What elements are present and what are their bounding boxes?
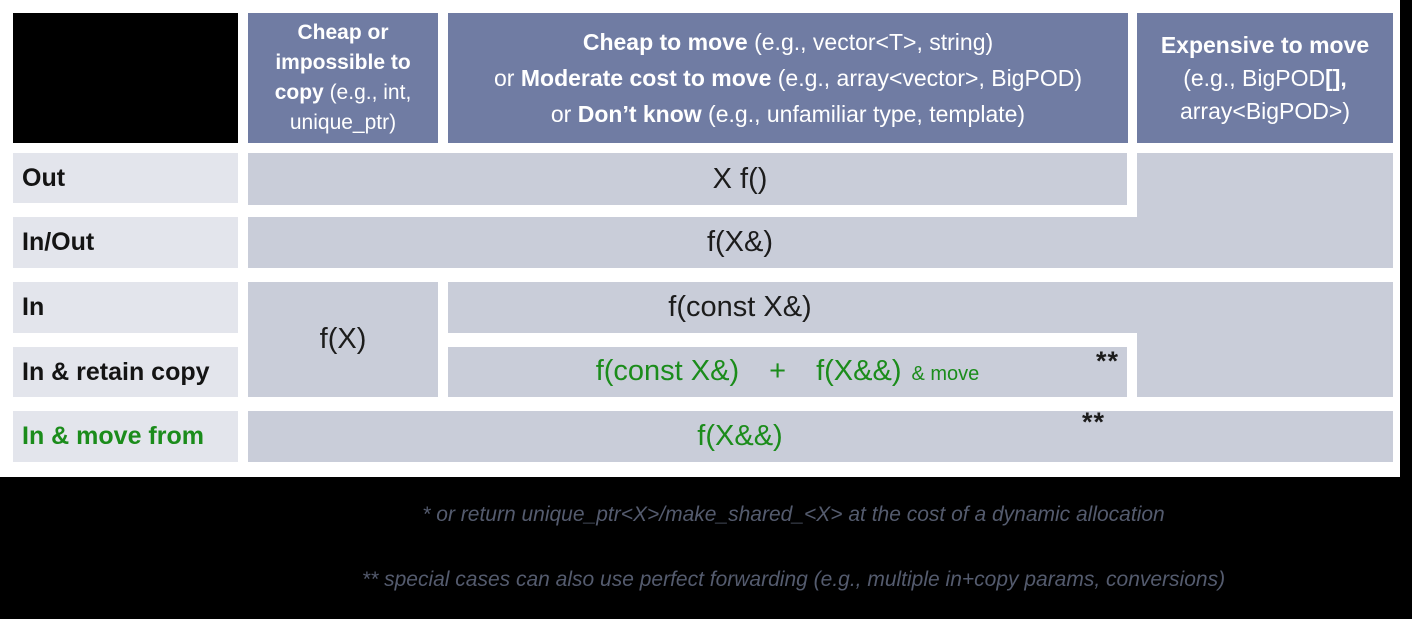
footnote-band: * or return unique_ptr<X>/make_shared_<X… (0, 477, 1412, 619)
line1-bold: Cheap to move (582, 29, 748, 55)
cell-in-move-from-fxrefref: f(X&&) ** (248, 407, 1393, 462)
row-label-out: Out (13, 153, 238, 203)
header-expensive-line2: (e.g., BigPOD[], (1137, 62, 1393, 95)
header-cheap-move-line2: or Moderate cost to move (e.g., array<ve… (448, 60, 1128, 96)
cell-inout-fxref: f(X&) (248, 217, 1393, 268)
right-black-border (1400, 0, 1412, 619)
header-expensive-line3: array<BigPOD>) (1137, 95, 1393, 128)
column-header-cheap-copy-rest: (e.g., int, unique_ptr) (289, 81, 412, 134)
row-label-in: In (13, 282, 238, 333)
move-double-asterisk: ** (1082, 407, 1106, 437)
column-header-cheap-copy-bold: Cheap or impossible to copy (274, 21, 411, 104)
column-header-cheap-copy: Cheap or impossible to copy (e.g., int, … (248, 13, 438, 143)
expensive-line3-pre: array<BigPOD>) (1179, 97, 1350, 124)
row-label-in-move-from-text: In & move from (22, 422, 204, 450)
top-left-black-box (13, 13, 238, 143)
line2-pre: or (494, 65, 521, 91)
retain-double-asterisk: ** (1095, 346, 1119, 376)
row-label-out-text: Out (22, 163, 66, 192)
line2-rest: (e.g., array<vector>, BigPOD) (771, 65, 1082, 91)
cell-in-fconstxref: f(const X&) (448, 282, 1393, 333)
line3-rest: (e.g., unfamiliar type, template) (701, 101, 1026, 127)
cell-cheap-copy-fx-text: f(X) (319, 323, 367, 355)
footnote-perfect-forwarding: ** special cases can also use perfect fo… (361, 568, 1226, 591)
expensive-bold: Expensive to move (1160, 31, 1370, 58)
header-expensive-line1: Expensive to move (1137, 29, 1393, 62)
row-label-in-move-from: In & move from (13, 411, 238, 462)
retain-plus: + (769, 355, 787, 387)
cell-in-move-from-text: f(X&&) (697, 420, 783, 452)
column-header-expensive-move: Expensive to move (e.g., BigPOD[], array… (1137, 13, 1393, 143)
retain-fconstxref: f(const X&) (595, 355, 740, 387)
row-label-inout: In/Out (13, 217, 238, 268)
line3-pre: or (550, 101, 578, 127)
row-label-in-retain-copy-text: In & retain copy (22, 357, 210, 386)
retain-and-move-suffix: & move (911, 363, 980, 385)
header-cheap-move-line3: or Don’t know (e.g., unfamiliar type, te… (448, 96, 1128, 132)
cell-inout-fxref-text: f(X&) (706, 226, 774, 258)
cell-cheap-copy-fx: f(X) (248, 282, 438, 397)
expensive-line2-bold: [], (1325, 64, 1347, 91)
retain-fxrefref: f(X&&) (816, 355, 902, 387)
row-label-in-text: In (22, 293, 45, 321)
cell-out-xf: X f() (248, 153, 1127, 205)
footnote-dynamic-allocation: * or return unique_ptr<X>/make_shared_<X… (422, 503, 1165, 526)
cell-expensive-in-merged (1137, 333, 1393, 397)
line2-bold: Moderate cost to move (520, 65, 772, 91)
row-label-inout-text: In/Out (22, 228, 95, 256)
header-cheap-move-line1: Cheap to move (e.g., vector<T>, string) (448, 24, 1128, 60)
line1-rest: (e.g., vector<T>, string) (747, 29, 994, 55)
column-header-cheap-copy-text: Cheap or impossible to copy (e.g., int, … (253, 18, 433, 138)
column-header-cheap-move: Cheap to move (e.g., vector<T>, string) … (448, 13, 1128, 143)
cell-expensive-out-merged (1137, 153, 1393, 217)
expensive-line2-pre: (e.g., BigPOD (1183, 64, 1326, 91)
cell-out-xf-text: X f() (712, 162, 768, 195)
line3-bold: Don’t know (577, 101, 702, 127)
cell-in-retain-copy: f(const X&) + f(X&&) & move ** (448, 347, 1127, 397)
row-label-in-retain-copy: In & retain copy (13, 347, 238, 397)
cell-in-fconstxref-text: f(const X&) (668, 291, 812, 323)
